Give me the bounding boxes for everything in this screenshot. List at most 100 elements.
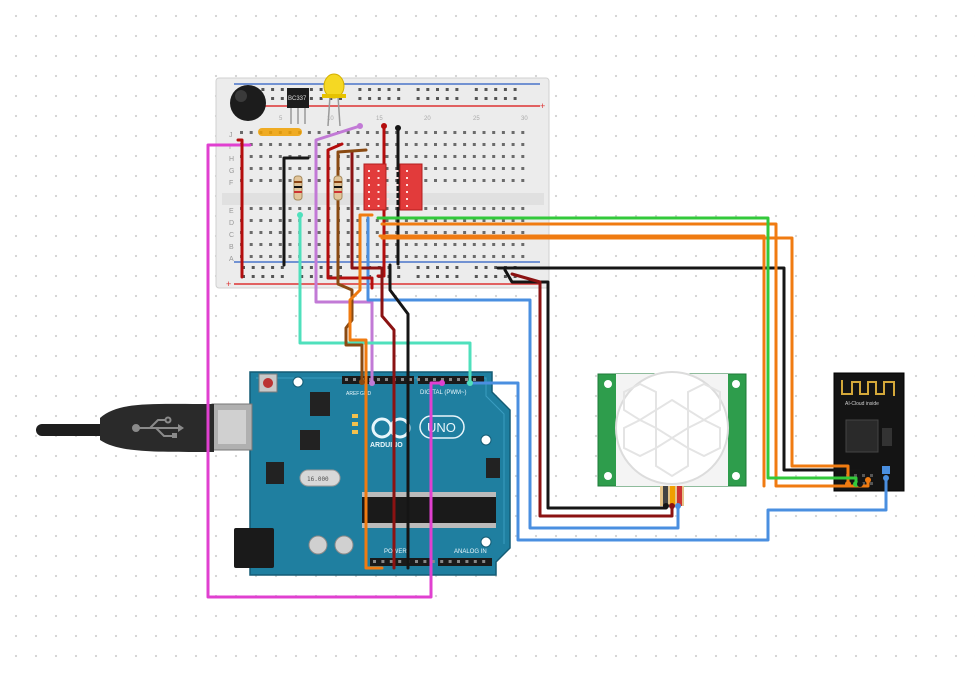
wire-red-1 xyxy=(236,138,244,279)
hole xyxy=(271,88,275,91)
hole xyxy=(406,170,408,172)
buzzer xyxy=(230,85,266,121)
hole xyxy=(368,198,370,200)
hole xyxy=(492,179,496,182)
diode-bridge xyxy=(258,128,302,136)
hole xyxy=(511,131,515,134)
hole xyxy=(309,266,313,269)
wire-green xyxy=(376,216,858,486)
hole xyxy=(385,378,388,381)
hole xyxy=(269,179,273,182)
hole xyxy=(261,88,265,91)
hole xyxy=(309,88,313,91)
hole xyxy=(356,207,360,210)
hole xyxy=(443,219,447,222)
hole xyxy=(436,88,439,91)
hole xyxy=(453,143,457,146)
wire-black-4 xyxy=(496,266,862,486)
hole xyxy=(482,155,486,158)
wire-orange-2 xyxy=(380,222,870,488)
hole xyxy=(501,143,505,146)
hole xyxy=(368,191,370,193)
hole xyxy=(385,255,389,258)
hole xyxy=(387,170,389,172)
hole xyxy=(424,167,428,170)
hole xyxy=(271,97,275,100)
hole xyxy=(319,97,323,100)
hole xyxy=(494,88,498,91)
row-label-h: H xyxy=(229,156,234,163)
hole xyxy=(431,560,435,563)
hole xyxy=(445,97,449,100)
hole xyxy=(870,474,873,477)
wires xyxy=(206,124,888,599)
hole xyxy=(404,219,408,222)
hole xyxy=(414,231,418,234)
usb-icon xyxy=(132,416,184,438)
hole xyxy=(511,143,515,146)
hole xyxy=(404,255,408,258)
hole xyxy=(385,207,389,210)
hole xyxy=(409,378,412,381)
hole xyxy=(307,243,311,246)
hole xyxy=(401,378,404,381)
hole xyxy=(501,179,505,182)
hole xyxy=(366,143,370,146)
hole xyxy=(414,219,418,222)
hole xyxy=(375,219,379,222)
hole xyxy=(317,207,321,210)
arduino-brand-text: ARDUINO xyxy=(370,442,403,449)
hole xyxy=(368,170,370,172)
hole xyxy=(329,97,333,100)
hole xyxy=(387,198,389,200)
hole xyxy=(416,97,420,100)
col-label-15: 15 xyxy=(376,116,383,122)
hole xyxy=(424,131,428,134)
hole xyxy=(249,207,253,210)
hole xyxy=(503,97,507,100)
crystal-label: 16.000 xyxy=(307,476,329,483)
hole xyxy=(521,243,525,246)
hole xyxy=(414,243,418,246)
hole xyxy=(249,131,253,134)
hole xyxy=(339,97,342,100)
wire-orange-4 xyxy=(380,236,850,486)
hole xyxy=(307,231,311,234)
hole xyxy=(433,378,436,381)
hole xyxy=(356,219,360,222)
aref-label: AREF xyxy=(346,391,359,397)
hole xyxy=(307,219,311,222)
hole xyxy=(345,378,348,381)
wire-teal xyxy=(298,213,472,385)
level-shifter-modules xyxy=(363,163,423,211)
hole xyxy=(358,88,362,91)
hole xyxy=(472,243,476,246)
hole xyxy=(240,131,243,134)
hole xyxy=(404,131,408,134)
hole xyxy=(501,243,505,246)
hole xyxy=(472,131,476,134)
hole xyxy=(278,219,282,222)
hole xyxy=(501,219,505,222)
hole xyxy=(453,155,457,158)
wire-darkred-1 xyxy=(350,150,396,570)
hole xyxy=(473,378,476,381)
hole xyxy=(492,231,496,234)
hole xyxy=(280,266,284,269)
hole xyxy=(492,219,496,222)
arduino-uno-board: 16.000 ARDUINO UNO DIGITAL (PWM~) ANALOG… xyxy=(211,371,511,576)
hole xyxy=(440,560,444,563)
hole xyxy=(463,179,467,182)
hole xyxy=(417,378,420,381)
row-label-c: C xyxy=(229,232,234,239)
hole xyxy=(453,131,457,134)
hole xyxy=(406,184,408,186)
hole xyxy=(453,179,457,182)
hole xyxy=(482,231,486,234)
row-label-j: J xyxy=(229,132,233,139)
hole xyxy=(453,207,457,210)
hole xyxy=(482,243,486,246)
hole xyxy=(503,88,507,91)
svg-text:+: + xyxy=(226,279,231,289)
hole xyxy=(249,243,253,246)
